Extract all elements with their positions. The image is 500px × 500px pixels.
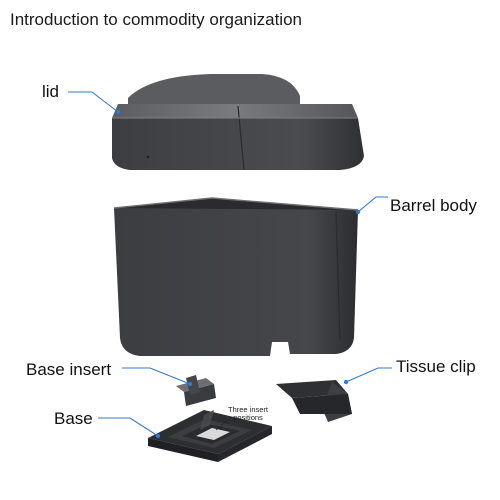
base-leader-dot	[155, 433, 161, 439]
barrel-leader-dot	[355, 209, 361, 215]
lid-label: lid	[42, 82, 60, 101]
lid-part	[112, 74, 364, 171]
leader-lines	[68, 91, 392, 439]
lid-leader-line	[68, 91, 119, 113]
barrel-body-label: Barrel body	[390, 196, 477, 215]
tissue-clip-part	[276, 380, 352, 422]
base-insert-leader-line	[122, 367, 191, 385]
barrel-body-part	[113, 197, 359, 356]
insert-positions-note: Three insert positions	[228, 406, 268, 422]
base-insert-leader-dot	[187, 381, 193, 387]
base-label: Base	[54, 409, 93, 428]
tissue-clip-leader-line	[345, 367, 392, 383]
lid-leader-dot	[115, 109, 121, 115]
diagram-title: Introduction to commodity organization	[10, 10, 302, 29]
tissue-clip-label: Tissue clip	[396, 357, 476, 376]
base-insert-label: Base insert	[26, 360, 112, 379]
base-part	[148, 410, 272, 462]
insert-positions-pointer	[215, 419, 229, 431]
insert-positions-line-1: Three insert	[228, 405, 269, 414]
insert-positions-line-2: positions	[233, 413, 263, 422]
barrel-leader-line	[357, 196, 388, 213]
tissue-clip-leader-dot	[343, 379, 349, 385]
base-insert-part	[176, 375, 216, 406]
base-leader-line	[98, 417, 159, 437]
